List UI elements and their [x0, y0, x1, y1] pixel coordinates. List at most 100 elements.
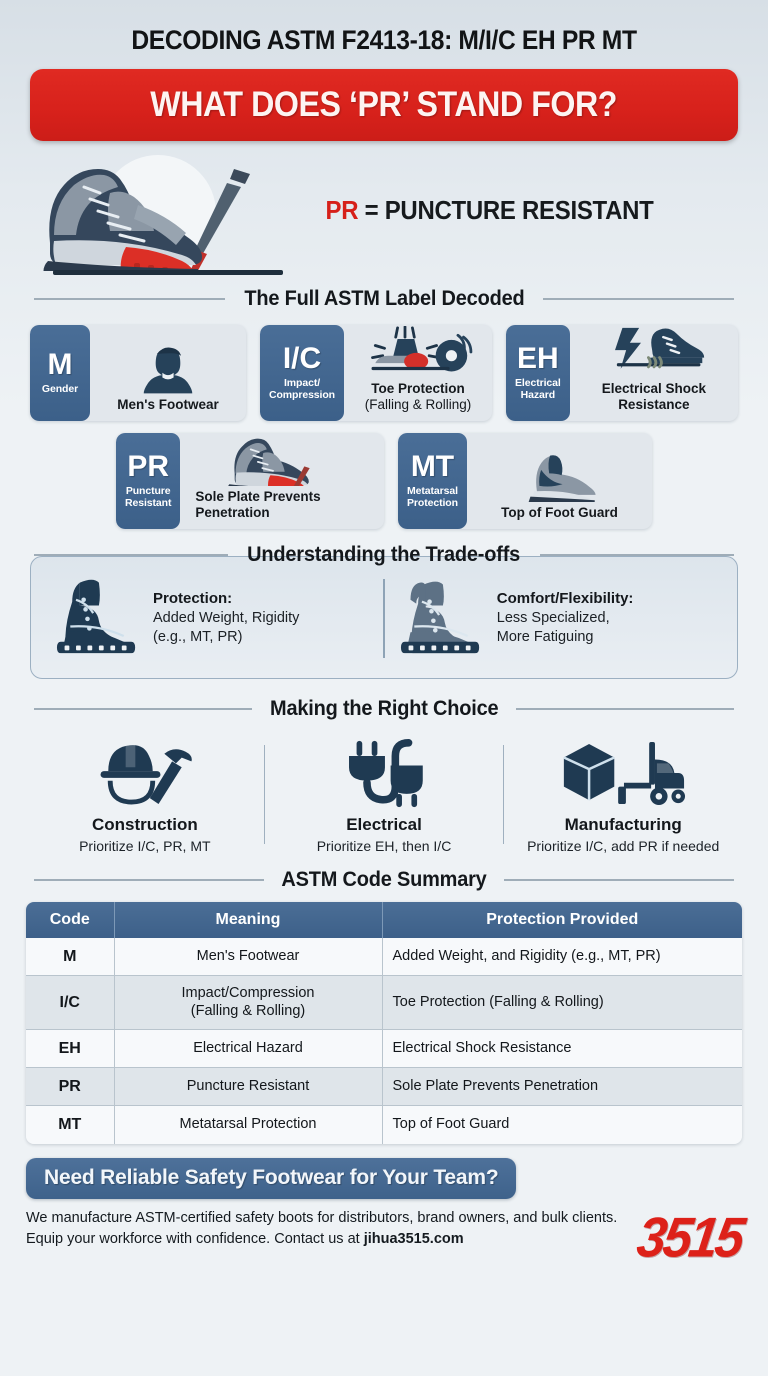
cell-protection: Electrical Shock Resistance — [382, 1029, 742, 1069]
badge-row-primary: M Gender Men's Footwear I — [0, 325, 768, 422]
cell-meaning: Puncture Resistant — [114, 1067, 383, 1107]
divider-line — [34, 554, 229, 556]
table-header-meaning: Meaning — [114, 902, 383, 939]
bolt-boot-icon — [595, 327, 713, 378]
badge-pr[interactable]: PR Puncture Resistant — [116, 433, 384, 530]
tradeoff-line2: (e.g., MT, PR) — [153, 628, 243, 645]
tradeoff-text: Comfort/Flexibility: Less Specialized, M… — [497, 590, 634, 646]
person-icon — [140, 346, 196, 394]
table-row: I/C Impact/Compression (Falling & Rollin… — [26, 975, 742, 1031]
table-header-row: Code Meaning Protection Provided — [26, 902, 742, 939]
tradeoff-title: Protection: — [153, 590, 233, 608]
footer-text-pre: We manufacture ASTM-certified safety boo… — [26, 1209, 618, 1247]
section-title-tradeoffs: Understanding the Trade-offs — [247, 543, 521, 567]
badge-code-text: I/C — [282, 342, 322, 376]
toe-impact-icon — [359, 326, 477, 378]
divider-line — [34, 879, 265, 881]
badge-label-line1: Sole Plate Prevents — [195, 489, 321, 505]
badge-label-line1: Top of Foot Guard — [501, 504, 618, 520]
badge-code-text: M — [47, 348, 73, 382]
choice-divider — [263, 745, 266, 845]
footer-body: We manufacture ASTM-certified safety boo… — [26, 1206, 746, 1269]
badge-code-text: PR — [127, 450, 170, 484]
badge-mt[interactable]: MT Metatarsal Protection Top of Foot Gua… — [398, 433, 652, 530]
tradeoff-line1: Added Weight, Rigidity — [153, 610, 300, 627]
badge-label-line1: Toe Protection — [371, 381, 465, 396]
astm-code-summary-table: Code Meaning Protection Provided M Men's… — [26, 902, 742, 1144]
choice-manufacturing[interactable]: Manufacturing Prioritize I/C, add PR if … — [504, 735, 742, 854]
cell-code: PR — [26, 1067, 115, 1107]
section-header-decoded: The Full ASTM Label Decoded — [34, 287, 735, 311]
choice-sub: Prioritize EH, then I/C — [316, 838, 452, 855]
tradeoff-protection: Protection: Added Weight, Rigidity (e.g.… — [45, 575, 379, 662]
badge-sub-text: Electrical Hazard — [515, 377, 561, 402]
divider-line — [34, 298, 225, 300]
cell-code: M — [26, 938, 115, 977]
badge-code-block: M Gender — [30, 325, 90, 422]
badge-body: Sole Plate Prevents Penetration — [180, 433, 384, 529]
box-forklift-icon — [510, 735, 736, 813]
badge-m[interactable]: M Gender Men's Footwear — [30, 325, 246, 422]
badge-code-block: I/C Impact/ Compression — [260, 325, 344, 422]
cell-code: I/C — [26, 975, 115, 1031]
section-title-summary: ASTM Code Summary — [281, 868, 487, 892]
cell-protection: Top of Foot Guard — [392, 1116, 510, 1133]
badge-label-line2: Penetration — [195, 504, 270, 520]
hero-banner-text: WHAT DOES ‘PR’ STAND FOR? — [150, 85, 618, 124]
footer: Need Reliable Safety Footwear for Your T… — [26, 1157, 746, 1269]
cta-banner[interactable]: Need Reliable Safety Footwear for Your T… — [26, 1157, 517, 1199]
cell-meaning: Metatarsal Protection — [114, 1105, 383, 1144]
section-header-tradeoffs: Understanding the Trade-offs — [34, 543, 735, 567]
choice-row: Construction Prioritize I/C, PR, MT — [26, 735, 742, 854]
cell-meaning: Electrical Hazard — [114, 1029, 383, 1069]
badge-row-secondary: PR Puncture Resistant — [0, 433, 768, 530]
choice-electrical[interactable]: Electrical Prioritize EH, then I/C — [265, 735, 503, 854]
hardhat-hammer-icon — [32, 735, 258, 813]
table-row: M Men's Footwear Added Weight, and Rigid… — [26, 938, 742, 977]
light-work-boot-icon — [395, 575, 487, 662]
divider-line — [539, 554, 735, 556]
footer-website-link[interactable]: jihua3515.com — [363, 1230, 464, 1247]
cell-code: MT — [26, 1105, 115, 1144]
hero-banner: WHAT DOES ‘PR’ STAND FOR? — [30, 69, 738, 141]
dark-work-boot-icon — [51, 575, 143, 662]
divider-line — [543, 298, 735, 300]
badge-code-block: MT Metatarsal Protection — [398, 433, 467, 530]
badge-code-text: MT — [410, 450, 455, 484]
choice-title: Electrical — [346, 815, 422, 835]
cell-protection: Sole Plate Prevents Penetration — [382, 1067, 742, 1107]
badge-body: Toe Protection (Falling & Rolling) — [344, 325, 492, 421]
tradeoff-line2: More Fatiguing — [496, 628, 594, 645]
metatarsal-boot-icon — [504, 454, 614, 502]
tradeoff-comfort: Comfort/Flexibility: Less Specialized, M… — [389, 575, 723, 662]
divider-line — [34, 708, 252, 710]
badge-sub-text: Puncture Resistant — [125, 485, 172, 510]
hero-row: PR = PUNCTURE RESISTANT — [0, 151, 768, 279]
hero-equation: PR = PUNCTURE RESISTANT — [318, 197, 741, 226]
choice-construction[interactable]: Construction Prioritize I/C, PR, MT — [26, 735, 264, 854]
badge-sub-text: Impact/ Compression — [269, 377, 335, 402]
tradeoff-text: Protection: Added Weight, Rigidity (e.g.… — [153, 590, 299, 646]
badge-code-block: PR Puncture Resistant — [116, 433, 181, 530]
choice-divider — [502, 745, 505, 845]
hero-code: PR — [325, 196, 359, 225]
badge-code-block: EH Electrical Hazard — [506, 325, 570, 422]
badge-eh[interactable]: EH Electrical Hazard — [506, 325, 738, 422]
badge-ic[interactable]: I/C Impact/ Compression — [260, 325, 492, 422]
tradeoffs-box: Protection: Added Weight, Rigidity (e.g.… — [30, 556, 738, 680]
hero-baseline-rule — [53, 270, 283, 275]
choice-title: Construction — [91, 815, 198, 835]
plug-cord-icon — [271, 735, 497, 813]
boot-nail-icon — [212, 438, 352, 487]
safety-boot-nail-illustration — [18, 151, 318, 279]
hero-equation-text: = PUNCTURE RESISTANT — [358, 196, 654, 225]
section-title-decoded: The Full ASTM Label Decoded — [243, 287, 525, 310]
choice-title: Manufacturing — [564, 815, 682, 835]
badge-body: Electrical Shock Resistance — [570, 325, 738, 421]
choice-sub: Prioritize I/C, PR, MT — [79, 838, 211, 855]
cell-meaning: Impact/Compression (Falling & Rolling) — [114, 975, 383, 1031]
choice-sub: Prioritize I/C, add PR if needed — [527, 838, 720, 855]
section-title-choice: Making the Right Choice — [269, 697, 499, 721]
badge-label: Electrical Shock Resistance — [602, 381, 706, 412]
